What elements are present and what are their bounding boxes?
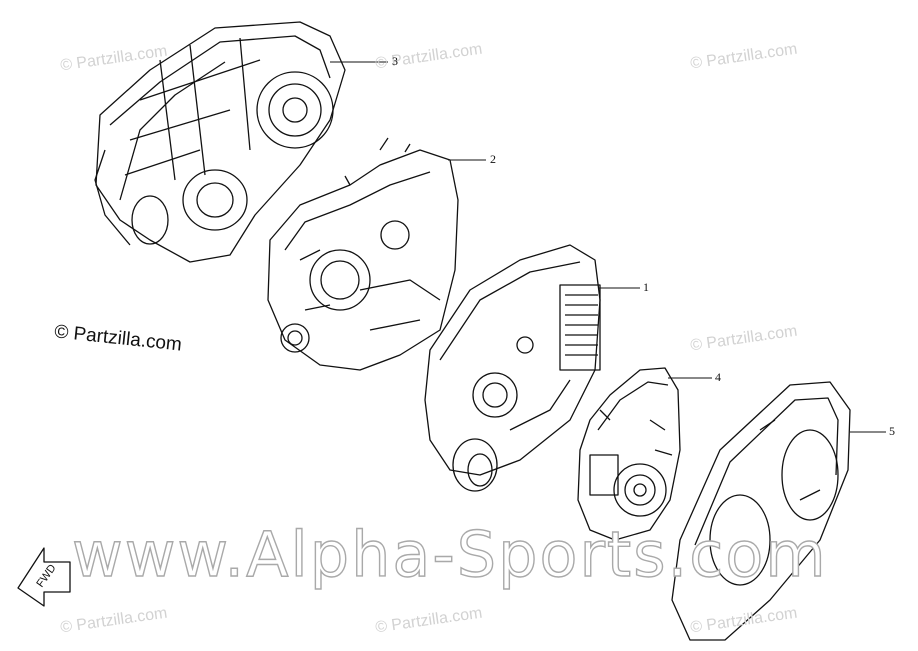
callout-leaders xyxy=(330,61,886,433)
callout-part-3: 3 xyxy=(392,54,398,68)
site-watermark: www.Alpha-Sports.com xyxy=(71,517,828,591)
part-1-crankcase xyxy=(424,244,601,492)
part-4-cover xyxy=(577,367,681,541)
callout-part-1: 1 xyxy=(643,280,649,294)
fwd-arrow-icon xyxy=(17,547,71,607)
callout-part-4: 4 xyxy=(715,370,721,384)
part-2-crankcase xyxy=(267,137,459,371)
callout-part-2: 2 xyxy=(490,152,496,166)
part-3-cover xyxy=(94,21,346,263)
part-5-cvt-cover xyxy=(671,381,851,641)
callout-part-5: 5 xyxy=(889,424,895,438)
